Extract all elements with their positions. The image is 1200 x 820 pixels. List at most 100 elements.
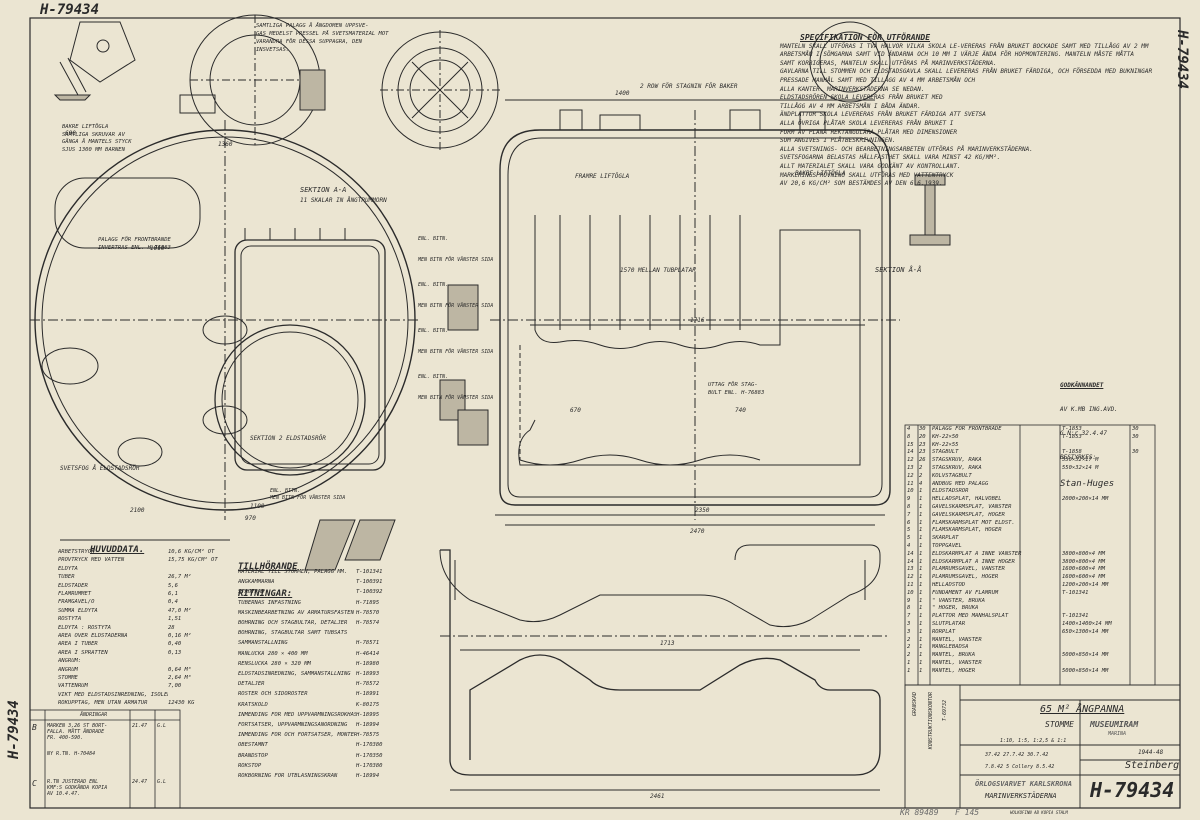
museum-stamp: MUSEUMIRAM	[1090, 720, 1139, 729]
part-qty: 23	[919, 441, 926, 448]
huvuddata-label: AREA I TUBER	[58, 641, 98, 648]
part-pos: 9	[907, 597, 911, 604]
huvuddata-label: VIKT MED ELDSTADSINREDNING, ISOLERING OC…	[58, 691, 168, 698]
part-material: 1600×600×4 MM	[1062, 574, 1106, 581]
part-pos: 1	[907, 667, 911, 674]
drawing-number: H-79434	[1090, 778, 1175, 802]
drawing-ref-label: INMENDING FÖR OCH FÖRTSATSER, MONTERING	[238, 732, 356, 739]
part-material: 2000×200×14 MM	[1062, 496, 1109, 503]
part-qty: 1	[919, 582, 923, 588]
bottom-plan-section	[439, 544, 890, 791]
symbol-3: ENL. BITN.	[418, 282, 449, 288]
dim-l: 740	[735, 407, 746, 414]
spec-title: SPECIFIKATION FÖR UTFÖRANDE	[800, 33, 931, 42]
huvuddata-value: 1,51	[168, 616, 182, 623]
part-pos: 5	[907, 527, 911, 534]
revision-sign: G.L	[157, 723, 167, 729]
part-name: KOLVSTAGBULT	[932, 472, 972, 479]
specification-block: SPECIFIKATION FÖR UTFÖRANDE MANTELN SKAL…	[780, 33, 1160, 189]
part-pos: 2	[907, 652, 911, 659]
drawing-ref-label: SAMMANSTÄLLNING	[238, 640, 288, 647]
symbol-2: MEN BITN FÖR VÄNSTER SIDA	[418, 257, 494, 263]
huvuddata-label: ELDYTA	[58, 565, 78, 572]
stamp-date: 1944-48	[1138, 749, 1164, 756]
part-pos: 3	[907, 628, 911, 635]
part-pos: 1	[907, 660, 911, 666]
f-note: F 145	[955, 808, 980, 817]
symbol-4: MEN BITN FÖR VÄNSTER SIDA	[418, 303, 494, 309]
part-name: GAVELSKÄRMSPLÅT, VÄNSTER	[932, 504, 1012, 510]
drawing-ref-number: T-101341	[356, 569, 383, 575]
weld-detail-blocks	[304, 284, 489, 571]
corner-number-bl: H-79434	[6, 700, 22, 760]
spec-line: MARKERINGSPRÖVNING SKALL UTFÖRAS MED VAT…	[780, 171, 954, 179]
drawing-ref-label: DETALJER	[238, 681, 265, 688]
approval-line1: AV K.MB ING.AVD.	[1060, 406, 1118, 413]
part-pos: 11	[907, 480, 914, 487]
title-scale: 1:10, 1:5, 1:2,5 & 1:1	[1000, 738, 1067, 744]
part-qty: 1	[919, 558, 923, 565]
section-side-label: SEKTION Å-Å	[875, 265, 921, 274]
drawing-ref-number: H-170380	[356, 762, 383, 769]
part-pos: 8	[907, 504, 911, 510]
revision-sign: G.L	[157, 779, 167, 785]
tillhorande-table: MATERIAL TILL STOMMEN, PALAGG MM.T-10134…	[238, 568, 398, 783]
dim-g: 1360	[218, 141, 233, 148]
part-name: PLATTOR MED MANHÅLSPLÅT	[932, 613, 1009, 620]
perforated-ring	[380, 30, 500, 150]
spec-line: ALLA KANTER. MARINVERKSTÄDERNA SE NEDAN.	[780, 85, 925, 93]
drawing-ref-label: ROKBORNING FÖR UTBLASNINGSKRAN	[238, 773, 338, 779]
part-name: STAGSKRUV, RAKA	[932, 465, 982, 471]
part-name: KH-22×55	[932, 441, 959, 448]
dim-m: 2100	[130, 507, 145, 514]
part-pos: 11	[907, 582, 914, 588]
part-qty: 1	[919, 550, 923, 557]
part-pos: 4	[907, 426, 911, 432]
huvuddata-label: VATTENRUM	[58, 683, 88, 690]
title-main: 65 M² ÅNGPANNA	[1040, 704, 1125, 715]
part-material: 3800×800×4 MM	[1062, 558, 1106, 565]
top-callout: 2 ROW FÖR STAGNIN FÖR BAKER	[640, 83, 738, 90]
huvuddata-value: 12430 KG	[168, 700, 195, 707]
drawing-ref-number: H-78575	[356, 732, 380, 739]
huvuddata-row: RÖKUPPTAG, MEN UTAN ARMATUR 12430 KG	[58, 699, 233, 710]
drawing-ref-label: FÖRTSATSER, UPPVÄRMNINGSANORDNING	[238, 722, 348, 728]
revision-date: 21.47	[132, 723, 148, 729]
huvuddata-value: 10,6 KG/CM² ÖT	[168, 549, 215, 555]
title-signature: Steinberg	[1125, 760, 1180, 771]
parts-list-grid	[904, 424, 1156, 686]
spec-line: SOM ANGIVES I PLÅTBESKRIVNINGEN.	[780, 137, 896, 145]
part-pos: 3	[907, 621, 911, 627]
sheet-border	[29, 17, 1181, 809]
title-vert1: GRANSKAD	[912, 692, 918, 717]
part-qty: 1	[919, 652, 923, 659]
part-name: PALAGG FÖR FRONTBRÄDE	[932, 426, 1002, 432]
drawing-ref-number: T-100391	[356, 579, 383, 586]
huvuddata-value: 0,40	[168, 641, 182, 648]
symbol-8: MEN BITN FÖR VÄNSTER SIDA	[418, 395, 494, 401]
huvuddata-label: RÖKUPPTAG, MEN UTAN ARMATUR	[58, 700, 148, 707]
drawing-ref-number: H-78574	[356, 620, 380, 626]
huvuddata-value: 0,64 M³	[168, 666, 192, 673]
